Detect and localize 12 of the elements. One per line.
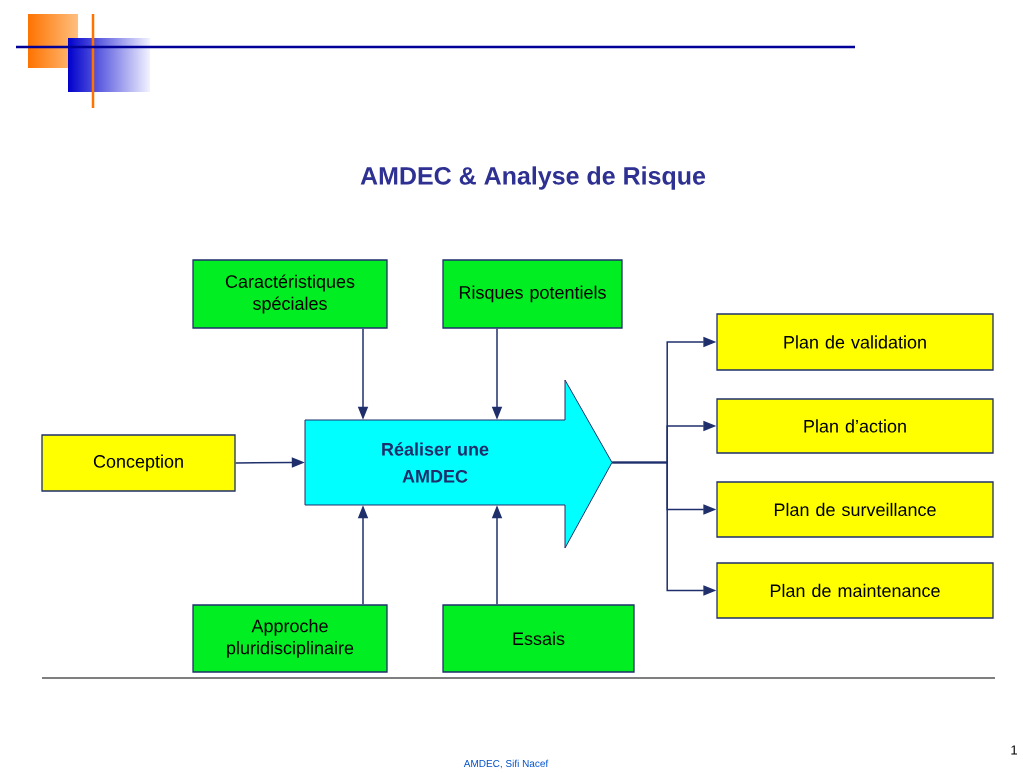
footer-text: AMDEC, Sifi Nacef [463, 759, 549, 769]
process-box: Risques potentiels [442, 259, 623, 329]
process-box: Plan de maintenance [716, 562, 994, 619]
process-box: Plan de validation [716, 313, 994, 371]
process-box: Approche pluridisciplinaire [192, 604, 388, 673]
process-box: Caractéristiques spéciales [192, 259, 388, 329]
process-box: Plan d’action [716, 398, 994, 454]
process-box: Plan de surveillance [716, 481, 994, 538]
page-number: 1 [1011, 745, 1017, 755]
process-box: Conception [41, 434, 236, 492]
process-box: Essais [442, 604, 635, 673]
title: AMDEC & Analyse de Risque [360, 166, 706, 190]
